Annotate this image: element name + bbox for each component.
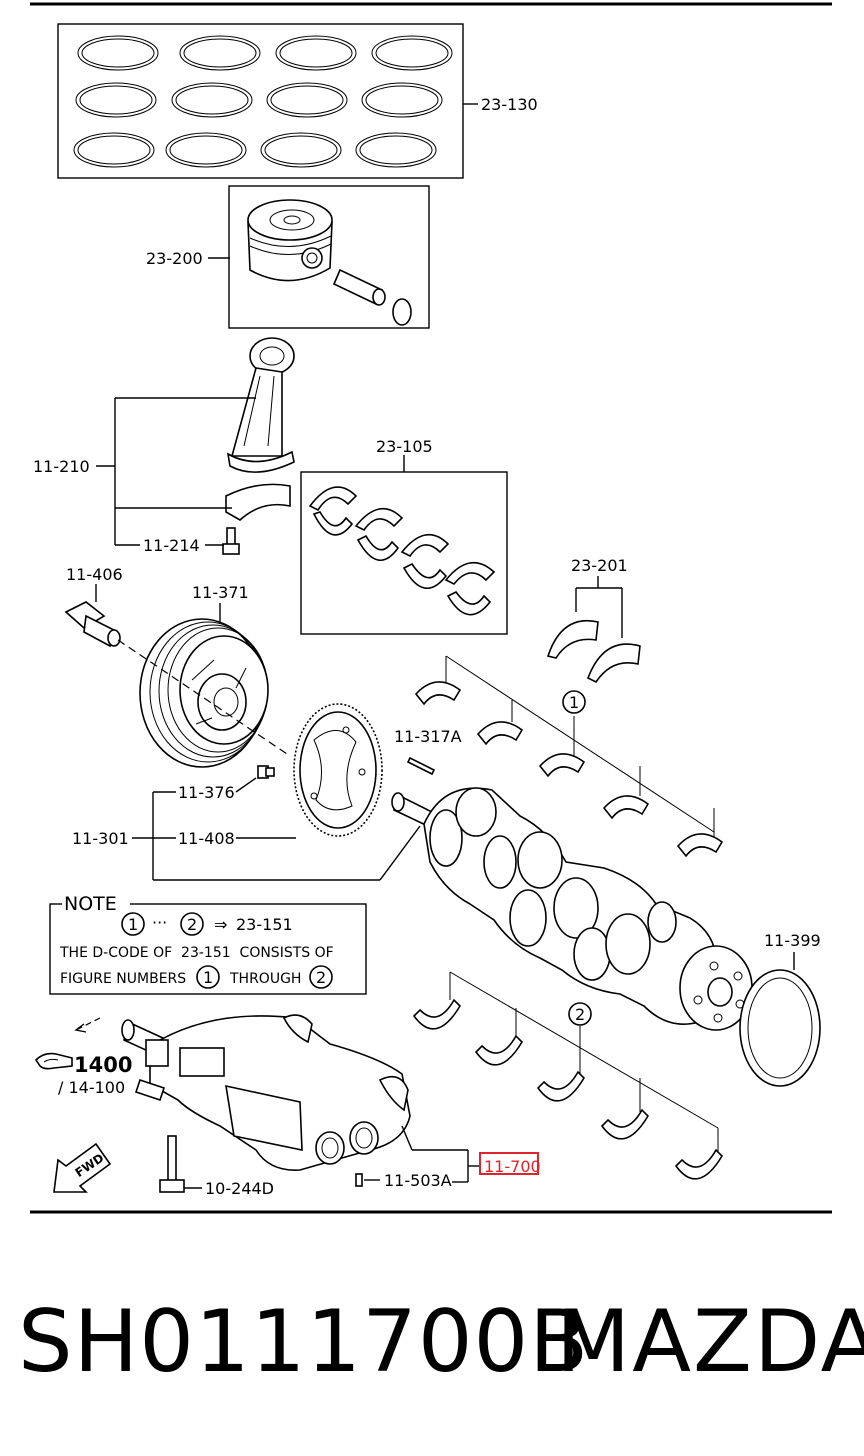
main-bearing-shell-icon	[414, 681, 724, 858]
fwd-arrow-icon	[53, 1142, 112, 1193]
oil-seal-group[interactable]: 11-399	[739, 931, 821, 1087]
label-pulley[interactable]: 11-371	[192, 583, 249, 602]
label-balancer-bolt[interactable]: 10-244D	[205, 1179, 274, 1198]
main-bearings-lower-group[interactable]: 2	[412, 971, 724, 1180]
reference-link[interactable]: 1400 / 14-100	[34, 1052, 132, 1097]
label-piston[interactable]: 23-200	[146, 249, 203, 268]
crank-pulley-icon	[139, 618, 269, 768]
crankshaft-icon	[391, 787, 753, 1031]
main-bearing-lower-shell-icon	[412, 998, 724, 1180]
connecting-rod-group[interactable]: 11-210	[33, 337, 295, 545]
piston-group[interactable]: 23-200	[146, 185, 430, 329]
part-number: SH0111700B	[18, 1292, 590, 1392]
note-box: NOTE 1 ··· 2 ⇒ 23-151 THE D-CODE OF 23-1…	[49, 893, 367, 995]
piston-rings-group[interactable]: 23-130	[57, 23, 538, 179]
balancer-unit-icon	[121, 1014, 411, 1171]
note-arrow: ⇒	[214, 915, 227, 934]
label-rod-bearings[interactable]: 23-105	[376, 437, 433, 456]
note-circle-1	[121, 912, 145, 936]
brand-name: MAZDA	[556, 1292, 864, 1392]
piston-box	[228, 185, 430, 329]
label-pulse-plate[interactable]: 11-408	[178, 829, 235, 848]
crank-pulley-group[interactable]: 11-371	[117, 583, 291, 768]
label-pulley-bolt[interactable]: 11-406	[66, 565, 123, 584]
balancer-unit-group[interactable]: 11-700	[74, 1014, 541, 1182]
rod-bolt-group[interactable]: 11-214	[115, 527, 240, 555]
label-key[interactable]: 11-317A	[394, 727, 462, 746]
balancer-bolt-group[interactable]: 10-244D	[159, 1135, 274, 1198]
label-rod-bolt[interactable]: 11-214	[143, 536, 200, 555]
note-circle-3	[196, 965, 220, 989]
crank-key-group[interactable]: 11-317A	[394, 727, 462, 776]
key-icon	[406, 756, 436, 776]
note-circle-3-text: 1	[203, 968, 213, 987]
plug-group[interactable]: 11-503A	[355, 1171, 468, 1190]
note-title: NOTE	[64, 893, 117, 915]
fwd-arrow: FWD	[53, 1142, 112, 1193]
note-circle-2-text: 2	[187, 915, 197, 934]
label-thrust-bearings[interactable]: 23-201	[571, 556, 628, 575]
piston-icon	[247, 199, 333, 282]
piston-pin-icon	[332, 268, 412, 326]
bolt-376-icon	[257, 765, 275, 779]
note-ref: 23-151	[236, 915, 293, 934]
label-piston-rings[interactable]: 23-130	[481, 95, 538, 114]
balancer-highlight-box	[479, 1152, 539, 1175]
note-circle-4	[309, 965, 333, 989]
ref-sub[interactable]: / 14-100	[58, 1078, 125, 1097]
ref-circle-2-text: 2	[575, 1005, 585, 1024]
thrust-bearings-group[interactable]: 23-201	[546, 556, 641, 684]
ref-circle-1-text: 1	[569, 693, 579, 712]
balancer-bolt-icon	[159, 1135, 185, 1193]
piston-rings-box	[57, 23, 464, 179]
ref-section[interactable]: 1400	[74, 1053, 132, 1077]
note-circle-4-text: 2	[316, 968, 326, 987]
note-line3-a: FIGURE NUMBERS	[60, 971, 186, 987]
pointing-hand-icon	[34, 1052, 73, 1070]
connecting-rod-icon	[225, 337, 295, 521]
label-oil-seal[interactable]: 11-399	[764, 931, 821, 950]
note-circle-2	[180, 912, 204, 936]
label-crankshaft-group[interactable]: 11-301	[72, 829, 129, 848]
ref-circle-1	[562, 690, 586, 714]
pulley-bolt-group[interactable]: 11-406	[64, 565, 123, 648]
plug-icon	[355, 1173, 363, 1187]
label-bolt-376[interactable]: 11-376	[178, 783, 235, 802]
note-sep: ···	[152, 913, 167, 932]
label-plug[interactable]: 11-503A	[384, 1171, 452, 1190]
main-bearings-upper-group[interactable]: 1	[414, 655, 724, 858]
note-frame	[49, 903, 367, 995]
rod-bolt-icon	[222, 527, 240, 555]
ref-circle-2	[568, 1002, 592, 1026]
pulley-bolt-icon	[64, 601, 121, 648]
pulse-plate-group[interactable]: 11-376 11-408	[178, 703, 383, 848]
thrust-washer-icon	[546, 620, 641, 684]
note-circle-1-text: 1	[128, 915, 138, 934]
label-connecting-rod[interactable]: 11-210	[33, 457, 90, 476]
note-line3-b: THROUGH	[229, 971, 301, 987]
pulse-plate-icon	[293, 703, 383, 837]
rod-bearings-group[interactable]: 23-105	[300, 437, 508, 635]
label-balancer[interactable]: 11-700	[484, 1157, 541, 1176]
oil-seal-icon	[739, 969, 821, 1087]
note-line2: THE D-CODE OF 23-151 CONSISTS OF	[59, 945, 334, 961]
crankshaft-group-bracket[interactable]: 11-301	[72, 791, 421, 881]
rod-bearing-shells-icon	[308, 486, 496, 616]
